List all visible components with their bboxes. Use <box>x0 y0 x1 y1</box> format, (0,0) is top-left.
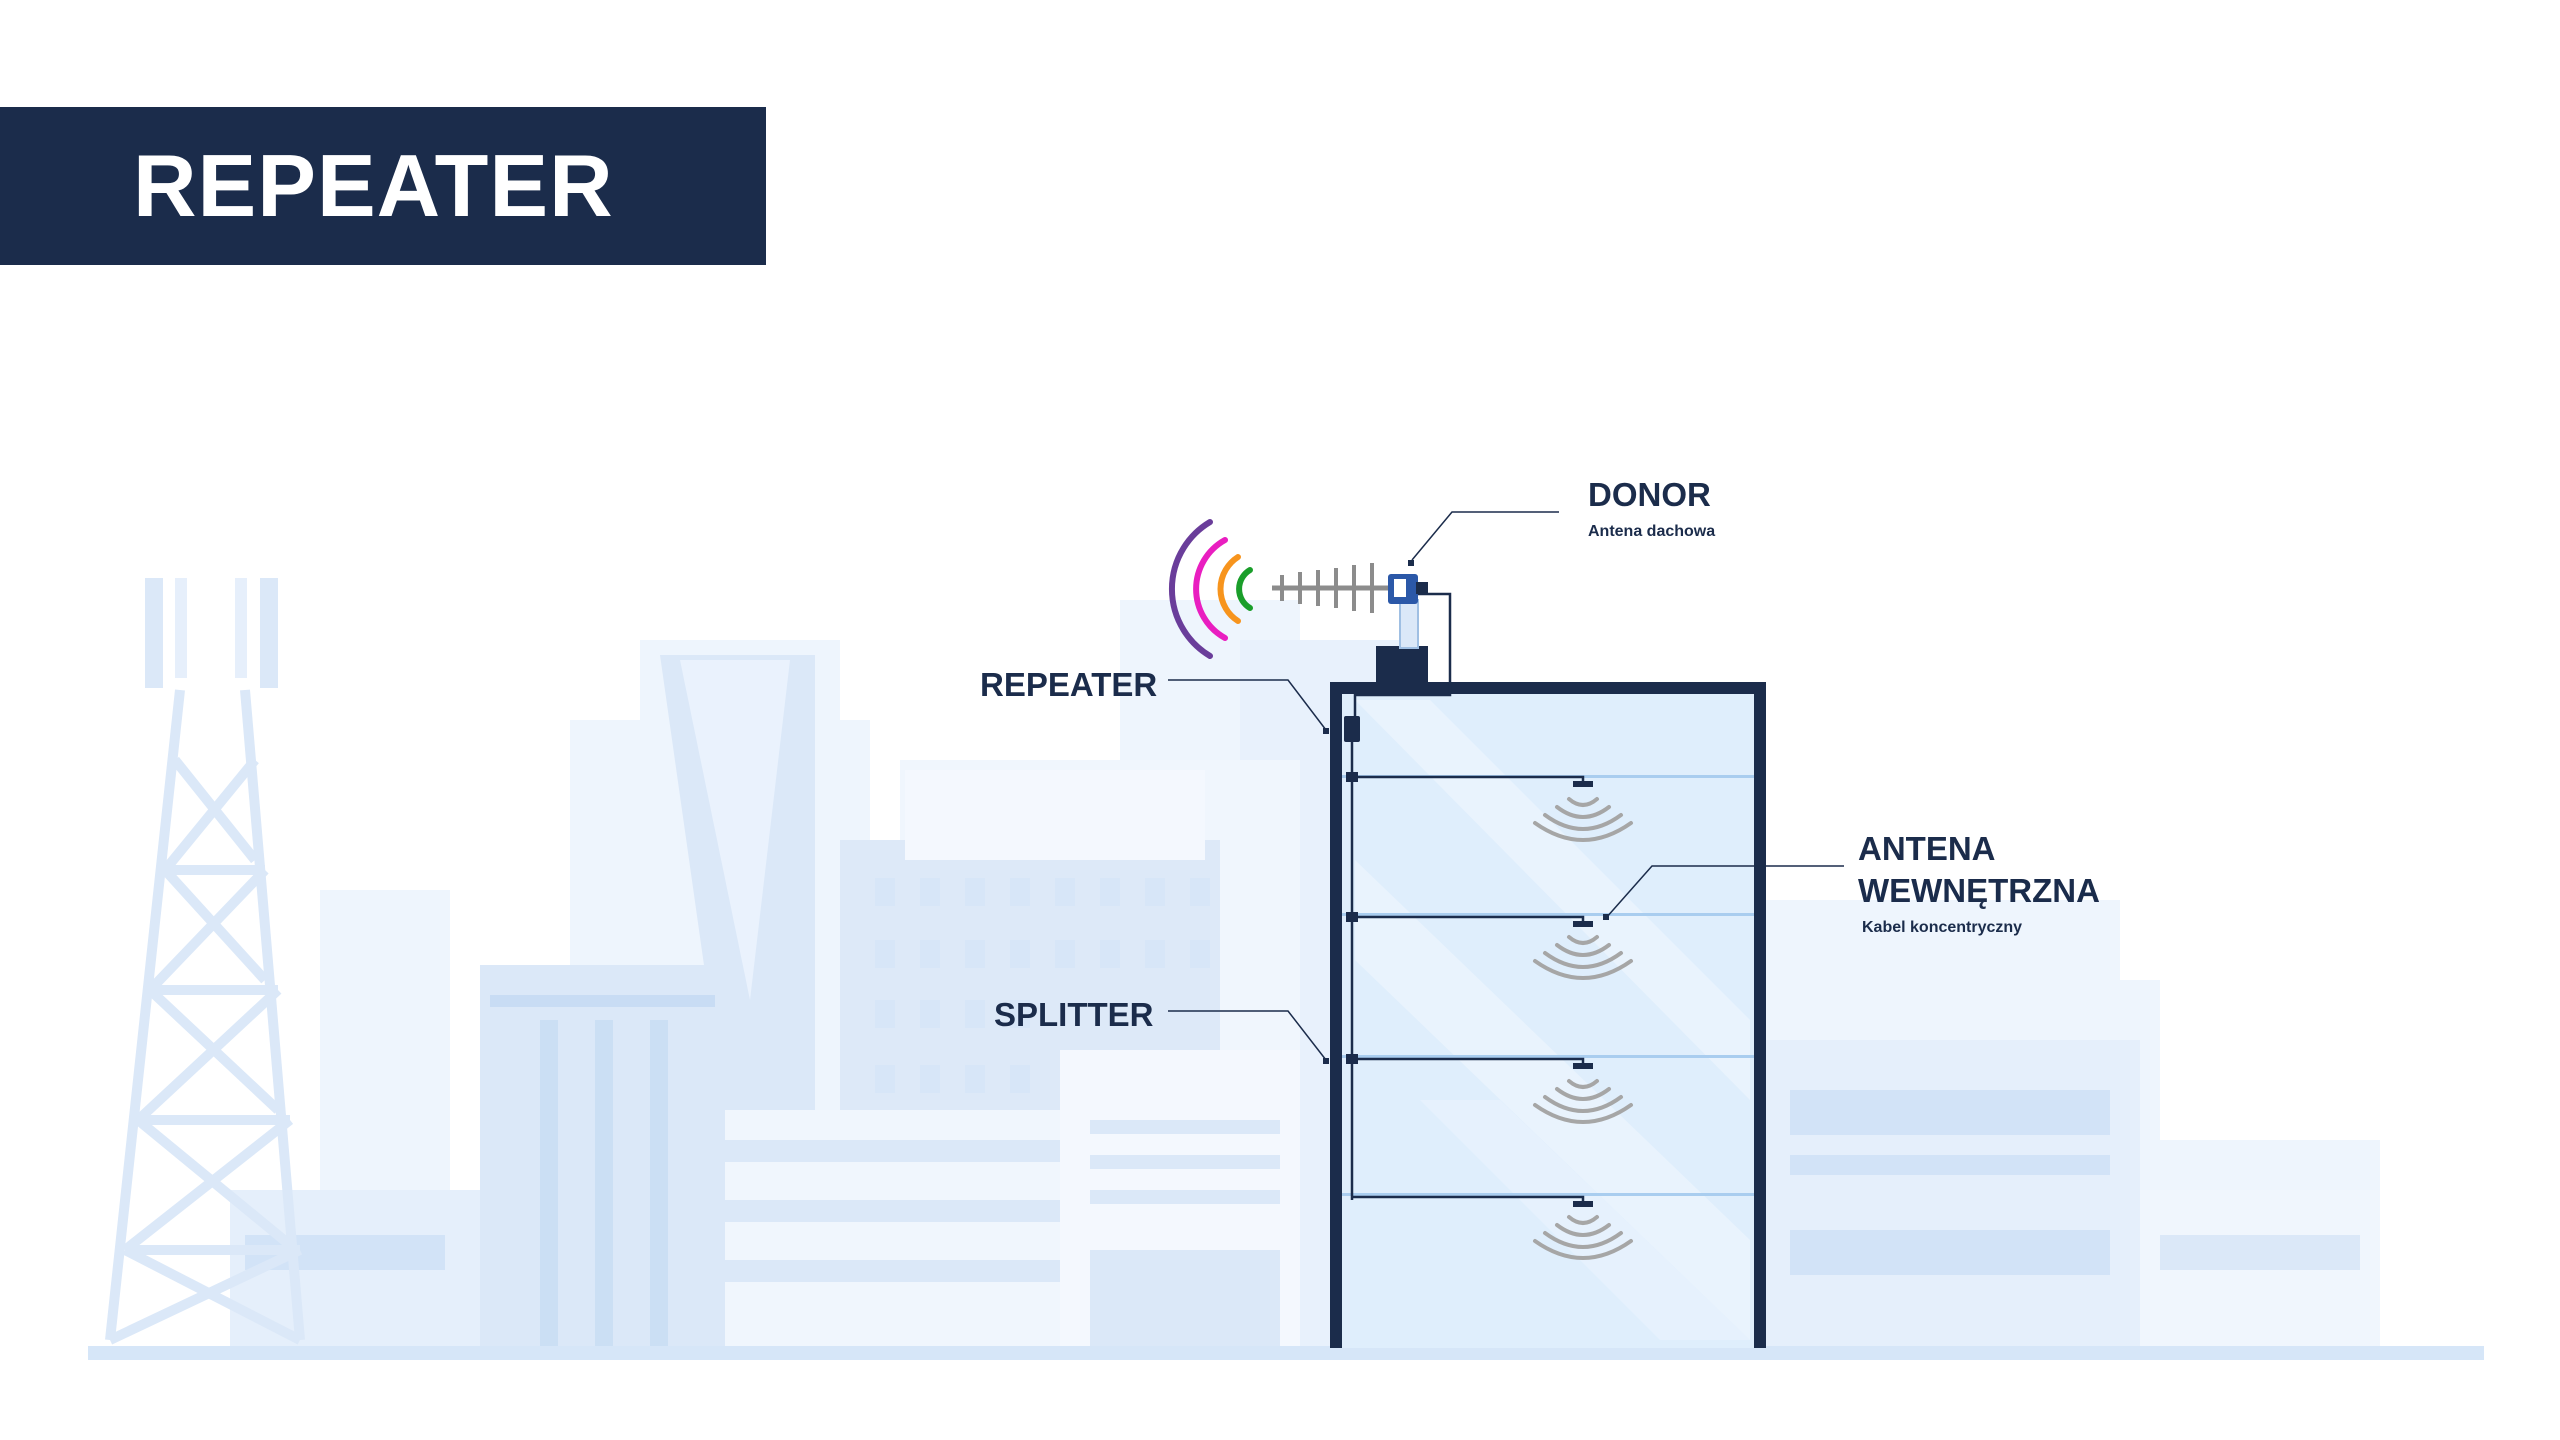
main-building <box>1330 646 1766 1348</box>
wifi-wave-icon <box>1533 797 1633 1260</box>
callout-dots <box>1323 560 1609 1064</box>
splitter-blocks <box>1344 716 1593 1207</box>
page-title: REPEATER <box>133 136 614 235</box>
city-background <box>230 600 2380 1360</box>
cell-tower <box>105 578 305 1345</box>
signal-arcs-icon <box>1168 519 1253 659</box>
antenna-label-line1: ANTENA <box>1858 830 1996 867</box>
yagi-antenna-icon <box>1272 563 1428 649</box>
title-banner: REPEATER <box>0 107 766 265</box>
antenna-label-line2: WEWNĘTRZNA <box>1858 872 2100 909</box>
ground-line <box>88 1346 2484 1360</box>
antenna-sublabel: Kabel koncentryczny <box>1862 919 2022 936</box>
donor-sublabel: Antena dachowa <box>1588 523 1715 540</box>
repeater-label: REPEATER <box>980 666 1157 703</box>
callout-lines <box>1168 511 1844 1061</box>
splitter-label: SPLITTER <box>994 996 1154 1033</box>
donor-label: DONOR <box>1588 476 1711 513</box>
